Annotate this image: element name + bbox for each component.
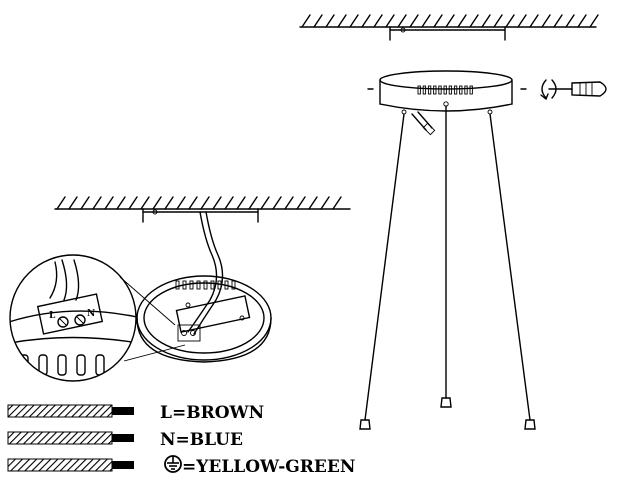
- wire-swatch-blue: [7, 431, 134, 445]
- magnifier-callout: L N: [9, 254, 186, 382]
- legend-blue-label: N=BLUE: [160, 430, 243, 450]
- terminal-label-L: L: [49, 311, 56, 321]
- canopy-top: [367, 70, 527, 115]
- terminal-label-N: N: [87, 309, 95, 319]
- legend-yellow-green-label: =YELLOW-GREEN: [182, 457, 355, 477]
- wire-swatch-brown: [7, 404, 134, 418]
- wire-legend: L=BROWN N=BLUE =YELLOW-GREEN: [7, 403, 355, 477]
- earth-ground-icon: [164, 455, 182, 473]
- legend-brown-label: L=BROWN: [160, 403, 264, 423]
- power-cable-connector: [411, 111, 436, 136]
- canopy-open: [136, 275, 272, 363]
- suspension-wires: [359, 105, 536, 430]
- mains-cable: [187, 211, 224, 335]
- wire-swatch-yellow-green: [7, 458, 134, 472]
- ceiling-left: [54, 196, 351, 210]
- mounting-bracket-right: [389, 26, 506, 41]
- screwdriver-icon: [540, 79, 607, 101]
- ceiling-right: [299, 14, 599, 28]
